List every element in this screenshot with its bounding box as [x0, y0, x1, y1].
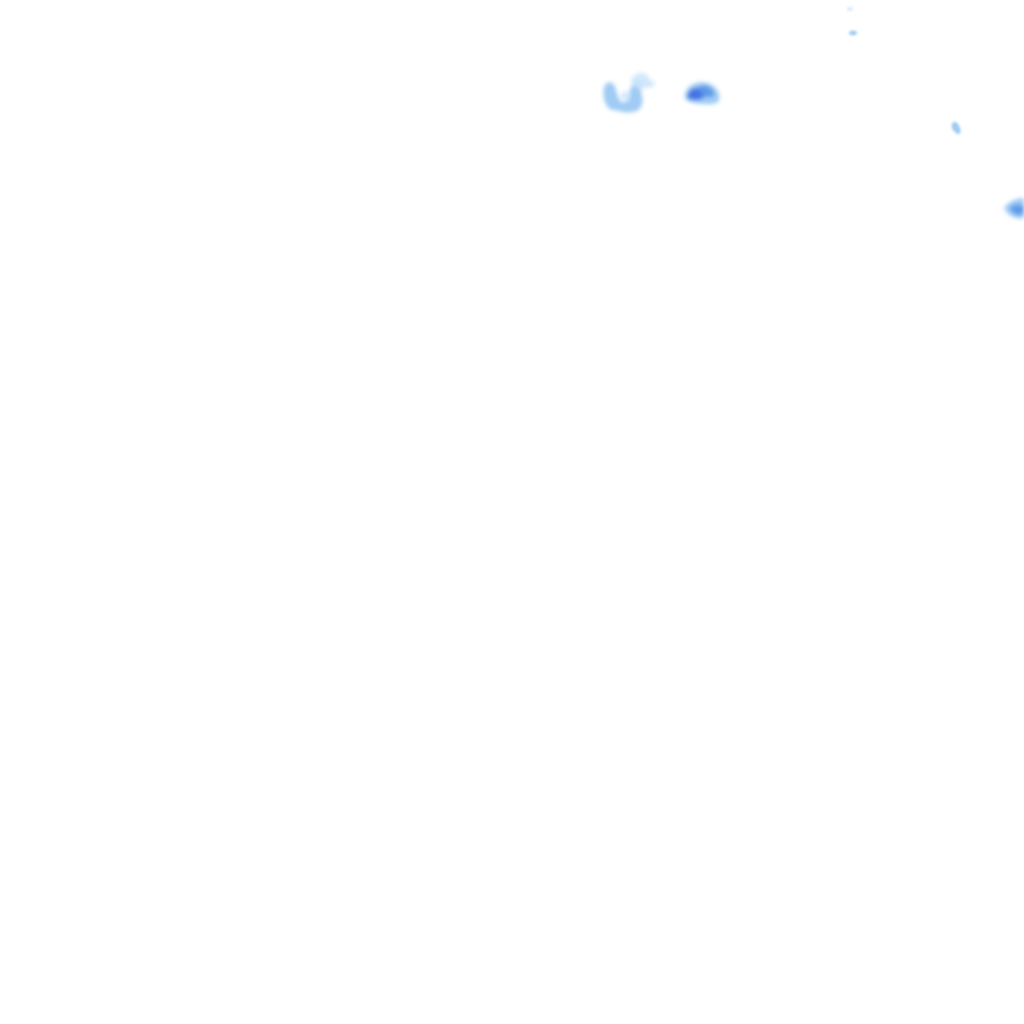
- radar-echo-speck-north-a: [847, 7, 853, 11]
- radar-echo-small-east: [951, 121, 961, 135]
- radar-echo-speck-north-b: [849, 30, 857, 36]
- radar-echo-edge-east: [1004, 198, 1024, 219]
- radar-echo-cluster-west: [603, 72, 656, 113]
- radar-echo-cluster-center: [684, 82, 720, 105]
